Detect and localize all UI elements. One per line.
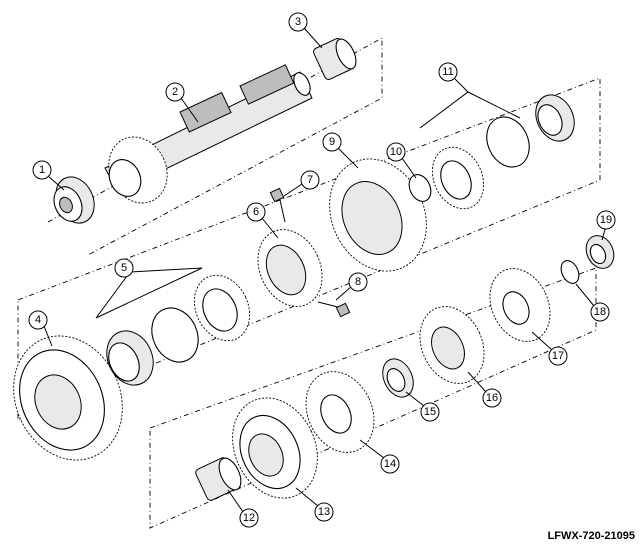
part-6-hub	[257, 229, 323, 307]
callout-1: 1	[32, 160, 52, 180]
svg-text:3: 3	[295, 16, 301, 28]
callout-2: 2	[165, 82, 185, 102]
svg-text:10: 10	[390, 146, 402, 158]
callout-15: 15	[420, 402, 440, 422]
part-16-gear	[419, 306, 485, 384]
part-18-snap-ring	[560, 260, 580, 284]
svg-text:5: 5	[121, 262, 127, 274]
svg-text:6: 6	[253, 206, 259, 218]
callout-4: 4	[28, 310, 48, 330]
callout-13: 13	[314, 502, 334, 522]
part-14-gear	[305, 371, 375, 453]
part-5-synchro-set	[106, 274, 251, 386]
svg-text:14: 14	[384, 458, 396, 470]
part-12-needle-bearing	[195, 457, 242, 501]
svg-text:12: 12	[243, 512, 255, 524]
leader-lines	[43, 27, 607, 513]
callout-14: 14	[380, 454, 400, 474]
callout-6: 6	[246, 202, 266, 222]
svg-text:13: 13	[318, 506, 330, 518]
callout-16: 16	[482, 388, 502, 408]
svg-text:19: 19	[600, 214, 612, 226]
part-11-synchro-set	[431, 94, 575, 210]
callout-9: 9	[322, 132, 342, 152]
part-7-spring	[269, 187, 286, 223]
part-17-gear	[489, 268, 551, 342]
svg-text:17: 17	[552, 350, 564, 362]
svg-text:11: 11	[442, 66, 453, 78]
callout-18: 18	[590, 302, 610, 322]
part-3-needle-bearing	[313, 38, 357, 80]
part-13-gear	[232, 397, 318, 499]
svg-text:1: 1	[39, 164, 45, 176]
part-9-sleeve-gear	[329, 158, 427, 272]
part-19-bearing	[585, 235, 615, 269]
callout-11: 11	[438, 62, 458, 82]
part-8-spring	[317, 301, 351, 318]
callout-19: 19	[596, 210, 616, 230]
part-15-bushing	[382, 358, 414, 398]
svg-text:8: 8	[355, 276, 361, 288]
svg-text:18: 18	[594, 306, 606, 318]
svg-text:15: 15	[424, 406, 436, 418]
callout-3: 3	[288, 12, 308, 32]
callout-7: 7	[300, 170, 320, 190]
callout-5: 5	[114, 258, 134, 278]
svg-text:9: 9	[329, 136, 335, 148]
callout-12: 12	[239, 508, 259, 528]
svg-text:7: 7	[307, 174, 313, 186]
callout-8: 8	[348, 272, 368, 292]
part-2-mainshaft	[104, 64, 313, 204]
callout-17: 17	[548, 346, 568, 366]
reference-code: LFWX-720-21095	[547, 530, 635, 542]
callout-10: 10	[386, 142, 406, 162]
part-1-bearing	[53, 176, 95, 224]
part-4-gear	[13, 335, 123, 461]
svg-text:4: 4	[35, 314, 41, 326]
svg-text:16: 16	[486, 392, 498, 404]
svg-text:2: 2	[172, 86, 178, 98]
